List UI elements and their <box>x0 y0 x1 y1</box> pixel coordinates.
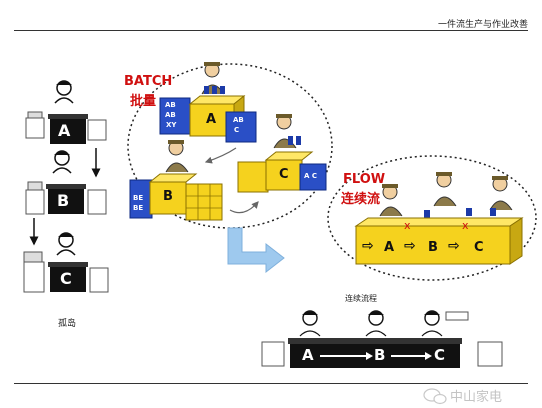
batch-label-cn: 批量 <box>130 94 157 109</box>
watermark-text: 中山家电 <box>450 390 503 405</box>
flow-station-c-label: C <box>474 240 484 255</box>
parts-bin <box>23 261 45 293</box>
flow-line <box>354 217 524 265</box>
continuous-line <box>261 310 503 368</box>
batch-station-b-label: B <box>163 189 173 204</box>
flow-label-en: FLOW <box>343 172 386 187</box>
parts-bin <box>87 189 107 215</box>
station-block <box>48 188 84 214</box>
flow-label-cn: 连续流 <box>341 192 381 207</box>
continuous-station-a-label: A <box>302 346 314 364</box>
header-title: 一件流生产与作业改善 <box>437 20 528 30</box>
parts-bin <box>87 119 107 141</box>
flow-station-b-label: B <box>428 240 438 255</box>
batch-flow-arrow <box>229 201 259 214</box>
isolated-station-c <box>23 232 109 293</box>
isolated-station-b <box>25 150 107 215</box>
isolated-label-a: A <box>58 121 71 140</box>
continuous-caption: 连续流程 <box>345 294 377 303</box>
batch-box-stack <box>299 163 327 191</box>
isolated-station-a <box>25 80 107 144</box>
batch-box-stack <box>225 111 257 143</box>
batch-station-c <box>237 114 327 193</box>
header-rule <box>14 30 528 31</box>
batch-station-b <box>129 140 223 221</box>
batch-station-block <box>265 159 303 191</box>
flow-station-a-label: A <box>384 240 395 255</box>
batch-box-label: AB <box>233 116 244 124</box>
flow-boundary <box>327 155 537 281</box>
batch-box-stack <box>237 161 269 193</box>
batch-boundary <box>127 63 333 229</box>
batch-box-label: BE <box>133 194 144 202</box>
flow-stop-mark: x <box>404 219 411 232</box>
flow-arrow: ⇨ <box>448 238 460 254</box>
parts-bin <box>25 189 45 215</box>
batch-box-label: A C <box>304 172 317 180</box>
batch-box-label: BE <box>133 204 144 212</box>
batch-box-label: XY <box>166 121 177 129</box>
batch-flow-arrow <box>204 147 237 164</box>
continuous-station-c-label: C <box>434 346 446 364</box>
station-block <box>50 266 86 292</box>
batch-label-en: BATCH <box>124 74 173 89</box>
batch-station-a-label: A <box>206 112 217 127</box>
batch-box-label: AB <box>165 101 176 109</box>
continuous-station-b-label: B <box>374 346 386 364</box>
batch-station-c-label: C <box>279 167 289 182</box>
watermark <box>423 388 447 405</box>
parts-bin <box>261 341 285 367</box>
station-block <box>50 118 86 144</box>
isolated-label-c: C <box>60 269 72 288</box>
flow-arrow: ⇨ <box>404 238 416 254</box>
flow-workers <box>379 172 513 218</box>
transition-arrow <box>227 227 285 274</box>
flow-stop-mark: x <box>462 219 469 232</box>
batch-station-a <box>159 62 257 143</box>
footer-rule <box>14 383 528 384</box>
batch-box-label: C <box>234 126 240 134</box>
batch-box-stack <box>159 97 191 135</box>
isolated-islands <box>23 80 109 293</box>
flow-arrow: ⇨ <box>362 238 374 254</box>
batch-station-block <box>149 181 187 215</box>
batch-box-label: AB <box>165 111 176 119</box>
parts-bin <box>477 341 503 367</box>
parts-bin <box>89 267 109 293</box>
batch-box-stack <box>185 183 223 221</box>
flow-table <box>355 225 511 265</box>
parts-bin <box>25 117 45 139</box>
isolated-label-b: B <box>57 191 70 210</box>
isolated-caption: 孤岛 <box>58 319 77 329</box>
